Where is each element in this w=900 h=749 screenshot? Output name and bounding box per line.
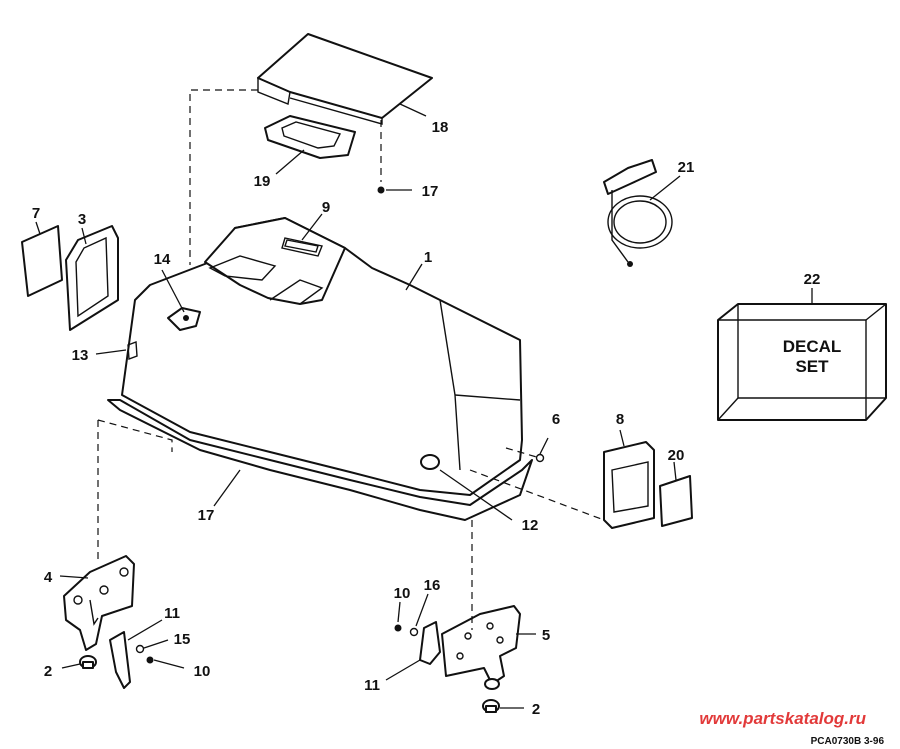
callout-11-right: 11 — [364, 677, 380, 694]
part-21-tether-cable — [603, 159, 673, 267]
callout-8: 8 — [616, 411, 624, 428]
part-17-washer-right — [409, 627, 419, 637]
part-2-grommet-right — [482, 699, 500, 713]
callout-labels: 18 19 17 9 1 14 13 7 3 21 22 6 8 20 12 1… — [32, 119, 821, 718]
part-18-cowl-seal — [107, 399, 533, 521]
callout-21: 21 — [678, 159, 695, 176]
part-11-linkage-right — [419, 621, 441, 665]
callout-13: 13 — [72, 347, 89, 364]
callout-1: 1 — [424, 249, 432, 266]
callout-15: 18 — [432, 119, 449, 136]
figure-code: PCA0730B 3-96 — [811, 736, 885, 747]
callout-16: 19 — [254, 173, 271, 190]
callout-20: 20 — [668, 447, 685, 464]
watermark-url: www.partskatalog.ru — [699, 709, 866, 728]
part-9-hood-decal — [284, 239, 319, 253]
decal-set-line-2: SET — [795, 357, 829, 376]
part-17-washer-left — [135, 644, 145, 654]
callout-7: 7 — [32, 205, 40, 222]
callout-19: 17 — [422, 183, 439, 200]
callout-12: 12 — [522, 517, 539, 534]
part-11-linkage-left — [109, 631, 131, 689]
part-8-rear-plate — [603, 441, 655, 529]
part-16-lid-frame — [264, 115, 356, 159]
callout-2-left: 2 — [44, 663, 52, 680]
part-10-screw-right — [394, 624, 402, 632]
callout-4: 4 — [44, 569, 53, 586]
part-1-engine-cowl — [107, 217, 533, 521]
part-5-rear-bracket — [441, 605, 521, 690]
callout-18: 17 — [198, 507, 215, 524]
callout-9: 9 — [322, 199, 330, 216]
part-19-screw — [377, 186, 385, 194]
part-3-side-gasket — [65, 225, 119, 331]
part-10-screw-left — [146, 656, 154, 664]
part-6-screw — [535, 437, 549, 463]
part-22-decal-set-box: DECAL SET — [717, 303, 887, 421]
leader-lines — [35, 103, 813, 709]
decal-set-line-1: DECAL — [783, 337, 842, 356]
part-15-top-cover — [257, 33, 433, 125]
part-4-front-bracket — [63, 555, 135, 651]
callout-3: 3 — [78, 211, 86, 228]
callout-6: 6 — [552, 411, 560, 428]
callout-14: 14 — [154, 251, 171, 268]
part-7-decal — [21, 225, 63, 297]
callout-22: 22 — [804, 271, 821, 288]
callout-10-left: 10 — [194, 663, 211, 680]
part-2-grommet-left — [79, 655, 97, 669]
part-20-decal — [659, 475, 693, 527]
callout-10-right: 10 — [394, 585, 411, 602]
callout-11-left: 11 — [164, 605, 180, 622]
callout-5: 5 — [542, 627, 550, 644]
callout-17-left: 15 — [174, 631, 191, 648]
alignment-lines — [97, 89, 605, 630]
callout-17-right: 16 — [424, 577, 441, 594]
callout-2-right: 2 — [532, 701, 540, 718]
